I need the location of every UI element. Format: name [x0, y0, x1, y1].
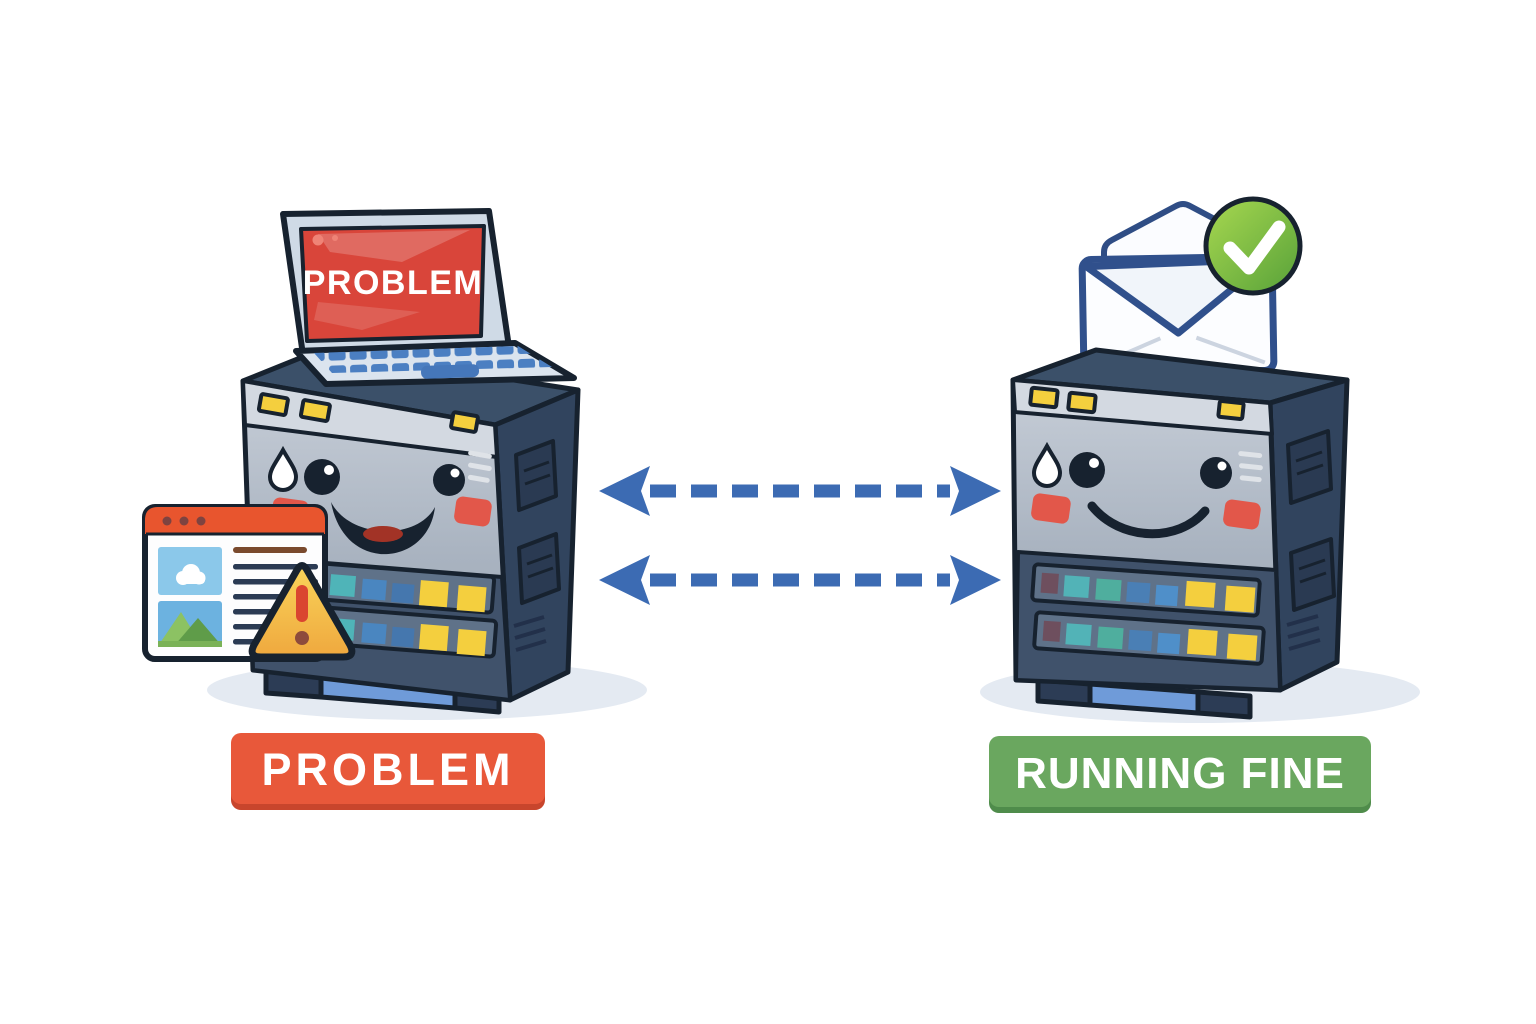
laptop-icon: PROBLEM [280, 208, 577, 387]
indicator-light [1095, 578, 1122, 602]
running-fine-label: RUNNING FINE [989, 736, 1371, 813]
check-circle [1203, 196, 1303, 296]
speed-lines [1238, 451, 1263, 483]
text-line [233, 547, 307, 553]
arrow-head-right [950, 555, 1001, 605]
cheek [1031, 493, 1071, 524]
indicator-light [1042, 620, 1061, 642]
thumbnail-mountains [158, 601, 222, 647]
indicator-light [391, 582, 415, 604]
side-vent [1289, 537, 1336, 612]
screen-gloss [318, 230, 470, 262]
exclamation-bar [296, 585, 308, 622]
indicator-light [449, 410, 480, 434]
indicator-light [1226, 633, 1258, 661]
tongue [363, 526, 403, 542]
indicator-light [418, 580, 449, 608]
browser-dot [162, 516, 172, 526]
screen-gloss [314, 302, 420, 330]
indicator-light [361, 578, 387, 601]
mouth-smile [1087, 501, 1210, 539]
indicator-light [1065, 623, 1092, 646]
indicator-light [1028, 385, 1060, 410]
indicator-light [256, 392, 290, 417]
side-detail-lines [1286, 614, 1321, 651]
check-icon [1203, 196, 1303, 296]
side-vent [1286, 429, 1333, 505]
laptop-trackpad [421, 364, 480, 379]
indicator-light [1216, 398, 1246, 422]
server-foot [1195, 689, 1253, 720]
problem-label: PROBLEM [231, 733, 545, 810]
eye [433, 464, 465, 496]
cheek [454, 496, 492, 527]
laptop-screen [299, 224, 486, 343]
arrow-head-right [950, 466, 1001, 516]
indicator-light [1156, 632, 1181, 655]
browser-dot [196, 516, 206, 526]
indicator-light [1224, 585, 1256, 613]
check-mark [1223, 220, 1286, 275]
indicator-light [1126, 581, 1151, 604]
sweat-drop-icon [1031, 441, 1063, 488]
indicator-light [456, 628, 487, 657]
indicator-light [418, 624, 449, 652]
speed-lines [467, 450, 492, 483]
laptop-keyboard [314, 346, 552, 373]
indicator-light [298, 398, 332, 423]
laptop-screen-text: PROBLEM [303, 264, 484, 302]
problem-label-text: PROBLEM [262, 744, 515, 795]
screen-dot [312, 234, 324, 246]
side-detail-lines [513, 615, 547, 652]
sync-arrows [599, 466, 1001, 605]
cheek [1223, 499, 1261, 530]
envelope-fold [1195, 335, 1266, 365]
eye [1200, 457, 1232, 489]
sync-arrow-icon [599, 466, 1001, 516]
indicator-light [1154, 584, 1179, 607]
indicator-light [391, 626, 415, 648]
label-body [989, 736, 1371, 807]
eye-highlight [450, 468, 460, 478]
indicator-light [361, 622, 387, 645]
indicator-light [1063, 575, 1090, 598]
thumbnail-sky [158, 547, 222, 595]
server-right [1010, 347, 1350, 720]
warning-icon [248, 562, 356, 661]
arrow-head-left [599, 555, 650, 605]
label-body [231, 733, 545, 804]
arrow-head-left [599, 466, 650, 516]
mouth-open-smile [331, 502, 435, 555]
indicator-light [1066, 390, 1098, 415]
indicator-light [456, 585, 487, 613]
browser-header [145, 507, 325, 534]
browser-dot [179, 516, 189, 526]
side-vent [514, 439, 558, 512]
rack-row [1032, 610, 1266, 666]
eye-highlight [1089, 458, 1099, 468]
screen-dot [332, 235, 338, 241]
eye-highlight [324, 465, 334, 475]
eye [1069, 452, 1105, 488]
indicator-light [1040, 572, 1059, 594]
server-face-icon [1031, 441, 1263, 539]
running-fine-label-text: RUNNING FINE [1015, 749, 1345, 798]
sweat-drop-icon [267, 445, 299, 492]
server-left [240, 347, 581, 715]
indicator-light [329, 574, 357, 598]
side-vent [517, 532, 561, 605]
indicator-light [1186, 628, 1218, 656]
rack-row [1030, 562, 1262, 618]
sync-arrow-icon [599, 555, 1001, 605]
indicator-light [1128, 629, 1153, 652]
indicator-light [1097, 626, 1124, 650]
indicator-light [1184, 580, 1216, 608]
eye [304, 459, 340, 495]
exclamation-dot [295, 631, 309, 645]
eye-highlight [1217, 461, 1227, 471]
